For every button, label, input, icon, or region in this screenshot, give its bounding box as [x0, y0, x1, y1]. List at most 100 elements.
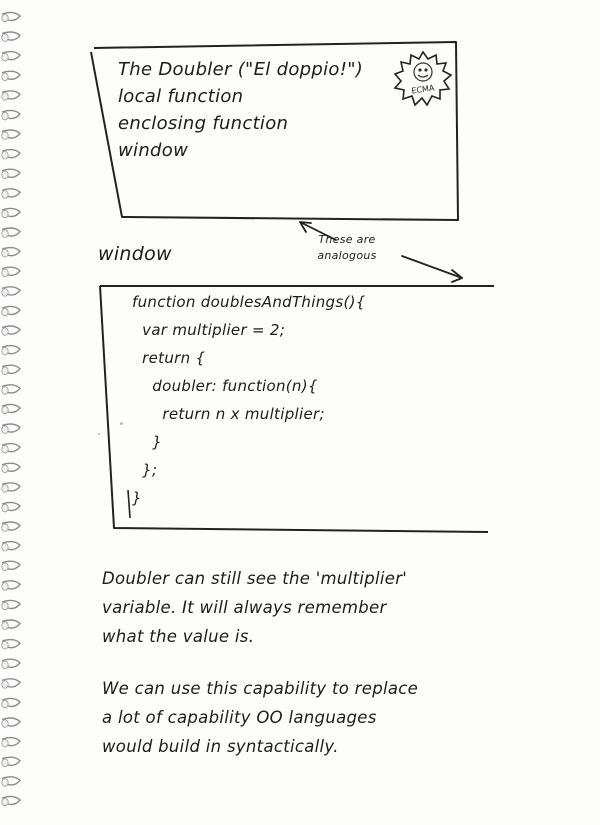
binding-hole	[1, 425, 9, 434]
binding-ring	[1, 540, 21, 551]
spiral-binding	[1, 11, 21, 807]
ecma-stamp-icon: ECMA	[393, 50, 453, 107]
binding-ring	[1, 90, 21, 100]
note-line: Doubler can still see the 'multiplier'	[102, 569, 408, 588]
binding-hole	[1, 288, 9, 297]
binding-ring	[1, 736, 21, 747]
binding-ring	[1, 678, 21, 688]
binding-ring	[1, 227, 21, 237]
binding-hole	[1, 131, 9, 140]
binding-hole	[1, 33, 9, 42]
binding-hole	[1, 503, 9, 513]
note-line: variable. It will always remember	[102, 598, 387, 617]
binding-hole	[1, 190, 9, 199]
binding-hole	[1, 641, 9, 650]
binding-hole	[1, 347, 9, 356]
stamp-label: ECMA	[411, 83, 436, 95]
binding-ring	[1, 717, 21, 727]
binding-ring	[1, 70, 21, 80]
envelope-line-title: The Doubler ("El doppio!")	[118, 59, 364, 80]
binding-hole	[1, 209, 9, 219]
binding-ring	[1, 31, 21, 41]
binding-hole	[1, 405, 9, 415]
binding-hole	[1, 327, 9, 336]
code-line: doubler: function(n){	[132, 377, 318, 395]
code-line: };	[132, 461, 158, 479]
envelope-line-local-function: local function	[118, 86, 244, 107]
note-line: what the value is.	[102, 627, 255, 646]
binding-ring	[1, 129, 21, 139]
code-line: return n x multiplier;	[132, 405, 325, 423]
envelope-drawing	[90, 41, 459, 221]
note-line: a lot of capability OO languages	[102, 708, 377, 727]
annotation-line-1: These are	[318, 233, 376, 246]
binding-ring	[1, 207, 21, 218]
code-snippet: function doublesAndThings(){ var multipl…	[132, 288, 366, 512]
binding-ring	[1, 442, 21, 453]
binding-hole	[1, 445, 9, 454]
binding-ring	[1, 325, 21, 335]
binding-ring	[1, 697, 21, 708]
binding-ring	[1, 109, 21, 120]
binding-hole	[1, 13, 9, 23]
binding-hole	[1, 719, 9, 728]
note-line: We can use this capability to replace	[102, 679, 419, 698]
binding-hole	[1, 621, 9, 630]
binding-hole	[1, 543, 9, 552]
analogous-annotation: These are analogous	[312, 232, 382, 264]
code-line: }	[132, 489, 142, 507]
binding-hole	[1, 562, 9, 571]
binding-ring	[1, 266, 21, 276]
code-line: var multiplier = 2;	[132, 321, 286, 339]
binding-hole	[1, 523, 9, 532]
binding-hole	[1, 229, 9, 238]
binding-ring	[1, 305, 21, 316]
binding-hole	[1, 484, 9, 493]
binding-ring	[1, 795, 21, 806]
envelope-text: The Doubler ("El doppio!") local functio…	[118, 56, 363, 164]
binding-ring	[1, 619, 21, 629]
paper-speck	[98, 433, 100, 435]
code-line: function doublesAndThings(){	[132, 293, 366, 311]
annotation-line-2: analogous	[317, 249, 377, 262]
binding-ring	[1, 286, 21, 296]
binding-ring	[1, 403, 21, 414]
binding-hole	[1, 797, 9, 807]
binding-hole	[1, 778, 9, 787]
binding-hole	[1, 386, 9, 395]
binding-ring	[1, 11, 21, 22]
code-line: }	[132, 433, 163, 451]
binding-ring	[1, 148, 21, 159]
binding-hole	[1, 268, 9, 277]
binding-hole	[1, 248, 9, 258]
binding-hole	[1, 739, 9, 748]
binding-hole	[1, 758, 9, 767]
binding-hole	[1, 72, 9, 81]
window-label: window	[98, 243, 172, 265]
binding-ring	[1, 501, 21, 512]
binding-hole	[1, 111, 9, 121]
binding-hole	[1, 680, 9, 689]
window-scope-bracket	[99, 285, 494, 533]
binding-hole	[1, 150, 9, 160]
binding-ring	[1, 560, 21, 570]
binding-ring	[1, 521, 21, 531]
binding-ring	[1, 423, 21, 433]
binding-hole	[1, 464, 9, 473]
binding-ring	[1, 246, 21, 257]
note-line: would build in syntactically.	[102, 737, 339, 756]
paper-speck	[120, 422, 123, 425]
note-paragraph-2: We can use this capability to replace a …	[102, 674, 418, 761]
binding-ring	[1, 482, 21, 492]
note-paragraph-1: Doubler can still see the 'multiplier' v…	[102, 564, 407, 651]
envelope-line-window: window	[118, 140, 189, 161]
binding-ring	[1, 50, 21, 61]
binding-ring	[1, 756, 21, 766]
binding-hole	[1, 307, 9, 317]
binding-ring	[1, 364, 21, 374]
binding-ring	[1, 638, 21, 649]
binding-ring	[1, 658, 21, 668]
binding-hole	[1, 366, 9, 375]
binding-hole	[1, 601, 9, 611]
